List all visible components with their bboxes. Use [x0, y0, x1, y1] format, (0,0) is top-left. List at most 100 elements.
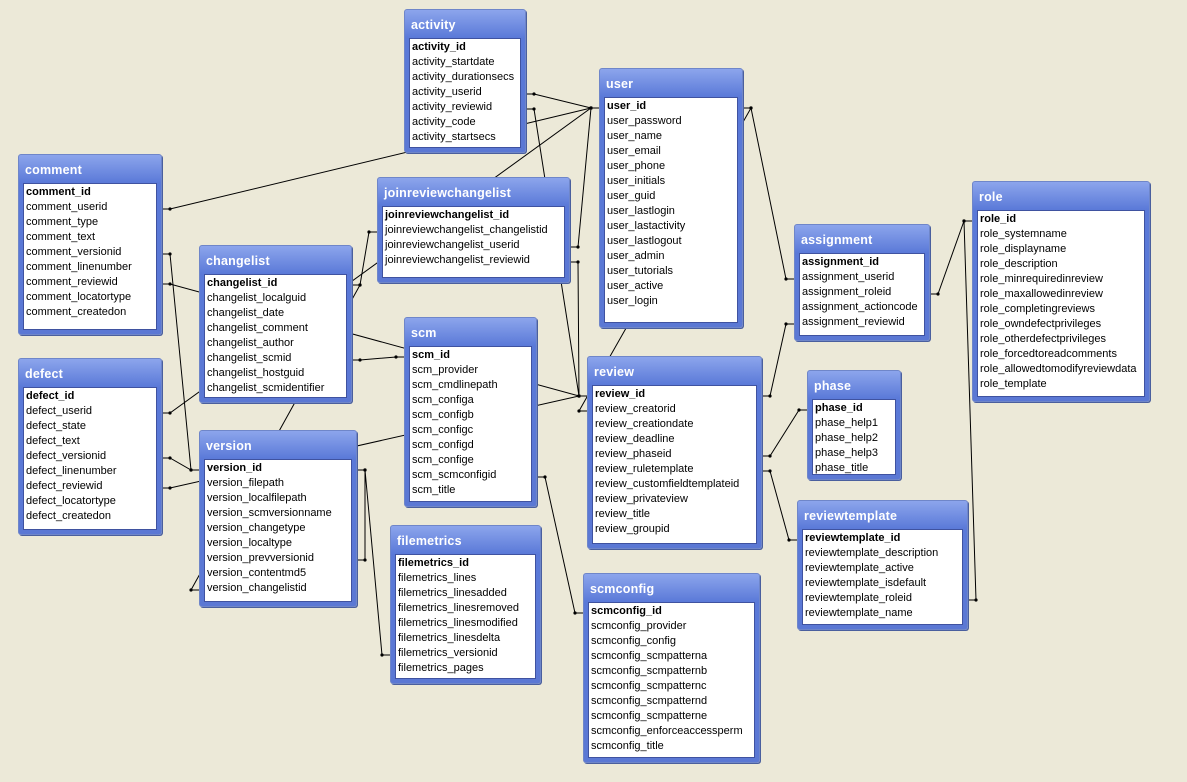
field-row[interactable]: role_description — [980, 258, 1058, 270]
field-row[interactable]: scm_configb — [412, 409, 474, 421]
field-row[interactable]: scm_title — [412, 484, 456, 496]
field-row[interactable]: review_ruletemplate — [595, 463, 694, 475]
field-row[interactable]: role_forcedtoreadcomments — [980, 348, 1117, 360]
table-title[interactable]: scm — [411, 326, 437, 340]
field-row[interactable]: scm_configc — [412, 424, 474, 436]
field-row[interactable]: defect_reviewid — [26, 480, 103, 492]
table-title[interactable]: filemetrics — [397, 534, 462, 548]
field-row[interactable]: comment_text — [26, 231, 96, 243]
field-row[interactable]: review_creatorid — [595, 403, 676, 415]
field-row[interactable]: defect_createdon — [26, 510, 112, 522]
primary-key-field[interactable]: defect_id — [26, 390, 75, 402]
field-row[interactable]: phase_help1 — [815, 417, 879, 429]
field-list[interactable]: joinreviewchangelist_id joinreviewchangel… — [382, 206, 565, 278]
field-row[interactable]: reviewtemplate_description — [805, 547, 939, 559]
field-row[interactable]: filemetrics_linesremoved — [398, 602, 520, 614]
field-row[interactable]: version_changelistid — [207, 582, 307, 594]
field-row[interactable]: filemetrics_lines — [398, 572, 477, 584]
primary-key-field[interactable]: assignment_id — [802, 256, 880, 268]
field-row[interactable]: activity_startdate — [412, 56, 495, 68]
field-row[interactable]: scmconfig_provider — [591, 620, 687, 632]
field-row[interactable]: version_changetype — [207, 522, 306, 534]
field-row[interactable]: role_systemname — [980, 228, 1067, 240]
field-row[interactable]: activity_userid — [412, 86, 482, 98]
field-row[interactable]: defect_userid — [26, 405, 93, 417]
table-title[interactable]: changelist — [206, 254, 270, 268]
table-title[interactable]: role — [979, 190, 1003, 204]
field-row[interactable]: defect_text — [26, 435, 80, 447]
field-row[interactable]: scmconfig_scmpatterne — [591, 710, 708, 722]
field-row[interactable]: scmconfig_config — [591, 635, 676, 647]
table-title[interactable]: version — [206, 439, 252, 453]
primary-key-field[interactable]: filemetrics_id — [398, 557, 469, 569]
field-row[interactable]: user_lastlogin — [607, 205, 675, 217]
field-row[interactable]: role_owndefectprivileges — [980, 318, 1102, 330]
primary-key-field[interactable]: joinreviewchangelist_id — [385, 209, 510, 221]
field-row[interactable]: comment_type — [26, 216, 99, 228]
field-row[interactable]: scmconfig_scmpatterna — [591, 650, 708, 662]
table-title[interactable]: phase — [814, 379, 852, 393]
field-row[interactable]: filemetrics_linesadded — [398, 587, 507, 599]
field-row[interactable]: version_prevversionid — [207, 552, 314, 564]
field-row[interactable]: changelist_hostguid — [207, 367, 305, 379]
field-row[interactable]: user_login — [607, 295, 658, 307]
field-row[interactable]: role_otherdefectprivileges — [980, 333, 1106, 345]
field-row[interactable]: activity_durationsecs — [412, 71, 515, 83]
primary-key-field[interactable]: phase_id — [815, 402, 863, 414]
field-list[interactable]: scm_id scm_provider scm_cmdlinepath scm_con… — [409, 346, 532, 502]
table-title[interactable]: user — [606, 77, 634, 91]
field-row[interactable]: user_lastlogout — [607, 235, 682, 247]
field-row[interactable]: scmconfig_scmpatternb — [591, 665, 708, 677]
field-row[interactable]: scm_cmdlinepath — [412, 379, 498, 391]
field-row[interactable]: version_localfilepath — [207, 492, 307, 504]
field-row[interactable]: reviewtemplate_roleid — [805, 592, 912, 604]
field-row[interactable]: version_localtype — [207, 537, 292, 549]
field-row[interactable]: version_filepath — [207, 477, 285, 489]
field-row[interactable]: activity_reviewid — [412, 101, 493, 113]
field-row[interactable]: user_lastactivity — [607, 220, 686, 232]
field-row[interactable]: user_tutorials — [607, 265, 674, 277]
table-title[interactable]: activity — [411, 18, 456, 32]
field-row[interactable]: review_privateview — [595, 493, 688, 505]
field-row[interactable]: scm_configd — [412, 439, 474, 451]
primary-key-field[interactable]: comment_id — [26, 186, 91, 198]
field-row[interactable]: activity_code — [412, 116, 476, 128]
field-row[interactable]: role_completingreviews — [980, 303, 1095, 315]
field-row[interactable]: user_active — [607, 280, 664, 292]
field-row[interactable]: scm_provider — [412, 364, 479, 376]
primary-key-field[interactable]: scm_id — [412, 349, 450, 361]
field-row[interactable]: scmconfig_enforceaccessperm — [591, 725, 743, 737]
field-row[interactable]: scmconfig_title — [591, 740, 664, 752]
field-row[interactable]: review_creationdate — [595, 418, 694, 430]
field-row[interactable]: comment_reviewid — [26, 276, 118, 288]
field-row[interactable]: defect_linenumber — [26, 465, 117, 477]
field-row[interactable]: filemetrics_pages — [398, 662, 484, 674]
field-row[interactable]: filemetrics_linesmodified — [398, 617, 518, 629]
field-row[interactable]: role_maxallowedinreview — [980, 288, 1103, 300]
field-row[interactable]: version_scmversionname — [207, 507, 332, 519]
field-row[interactable]: filemetrics_linesdelta — [398, 632, 501, 644]
field-row[interactable]: user_admin — [607, 250, 665, 262]
field-row[interactable]: joinreviewchangelist_changelistid — [385, 224, 548, 236]
field-row[interactable]: changelist_author — [207, 337, 294, 349]
field-row[interactable]: activity_startsecs — [412, 131, 496, 143]
field-row[interactable]: scmconfig_scmpatternc — [591, 680, 707, 692]
primary-key-field[interactable]: user_id — [607, 100, 647, 112]
field-row[interactable]: phase_title — [815, 462, 869, 474]
field-row[interactable]: role_minrequiredinreview — [980, 273, 1103, 285]
